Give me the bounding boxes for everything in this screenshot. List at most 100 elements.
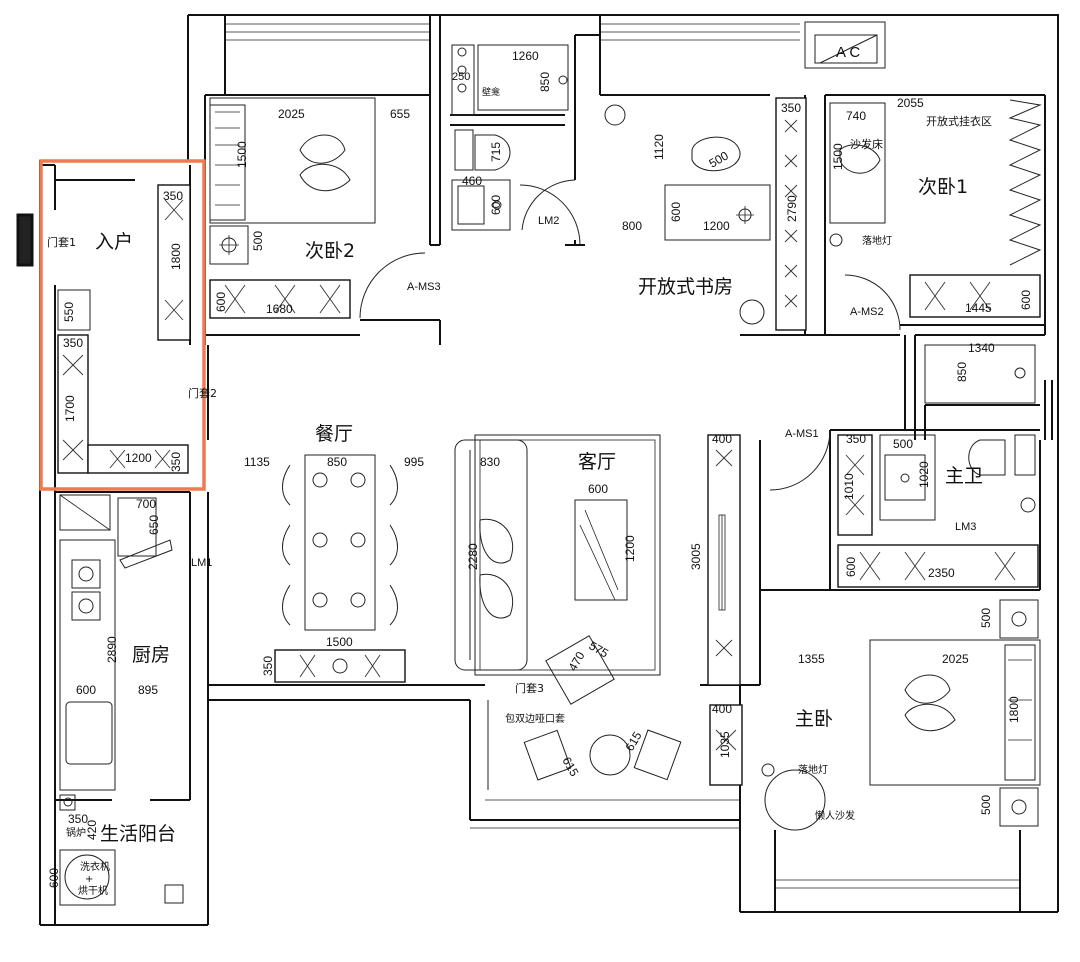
door-labels: 门套1 门套2 门套3 A-MS3 A-MS2 A-MS1 LM1 LM2 LM…	[47, 215, 976, 695]
dim-label: 615	[622, 729, 644, 754]
dim-label: 1200	[623, 535, 637, 562]
room-label-kitchen: 厨房	[132, 644, 170, 666]
bedroom1-furniture	[829, 99, 1042, 331]
living-furniture	[454, 434, 743, 801]
dim-label: 2025	[942, 652, 969, 666]
dim-label: 1010	[842, 473, 856, 500]
dim-label: 2025	[278, 107, 305, 121]
dim-label: 500	[893, 437, 913, 451]
dim-label: 1800	[1007, 696, 1021, 723]
dim-label: 850	[955, 362, 969, 382]
dim-label: 500	[707, 148, 732, 170]
dim-label: 700	[136, 497, 156, 511]
dim-label: 1500	[235, 141, 249, 168]
door-label-men2: 门套2	[188, 386, 217, 400]
dim-label: 1680	[266, 302, 293, 316]
note-ac: A C	[836, 44, 860, 61]
dim-label: 350	[63, 336, 83, 350]
door-label-lm3: LM3	[955, 521, 976, 533]
dim-label: 600	[214, 292, 228, 312]
door-label-lm2: LM2	[538, 215, 559, 227]
dim-label: 600	[669, 202, 683, 222]
dim-label: 550	[62, 302, 76, 322]
annotation-notes: A C 壁龛 沙发床 开放式挂衣区 落地灯 落地灯 懒人沙发 包双边哑口套 锅炉…	[66, 44, 992, 897]
dim-label: 1020	[917, 461, 931, 488]
dim-label: 655	[390, 107, 410, 121]
dim-label: 350	[781, 101, 801, 115]
dining-furniture	[274, 454, 406, 683]
dim-label: 830	[480, 455, 500, 469]
dim-label: 460	[462, 174, 482, 188]
dim-label: 350	[163, 189, 183, 203]
dim-label: 1200	[703, 219, 730, 233]
dim-label: 1200	[125, 451, 152, 465]
highlight-box	[39, 159, 206, 491]
dim-label: 250	[452, 71, 470, 83]
dim-label: 350	[846, 432, 866, 446]
dim-label: 1340	[968, 341, 995, 355]
dim-label: 400	[712, 432, 732, 446]
dim-label: 350	[261, 656, 275, 676]
dim-label: 600	[47, 868, 61, 888]
dim-label: 1700	[63, 395, 77, 422]
master-bedroom-furniture	[761, 599, 1041, 831]
door-label-ams2: A-MS2	[850, 306, 884, 318]
bathroom1-fixtures	[451, 44, 576, 231]
dim-label: 420	[85, 820, 99, 840]
note-floor-lamp-1: 落地灯	[862, 234, 892, 247]
dim-label: 600	[1019, 290, 1033, 310]
note-floor-lamp-2: 落地灯	[798, 763, 828, 776]
room-label-balcony: 生活阳台	[100, 823, 176, 845]
dim-label: 1120	[652, 134, 666, 160]
room-labels: 入户 次卧2 开放式书房 次卧1 餐厅 客厅 主卫 厨房 主卧 生活阳台	[95, 176, 983, 845]
door-label-ams1: A-MS1	[785, 428, 819, 440]
dim-label: 995	[404, 455, 424, 469]
door-label-lm1: LM1	[191, 557, 212, 569]
room-label-bedroom2: 次卧2	[305, 240, 355, 262]
dim-label: 600	[588, 482, 608, 496]
dim-label: 2055	[897, 96, 924, 110]
dim-label: 600	[844, 557, 858, 577]
dim-label: 1260	[512, 49, 539, 63]
entry-furniture	[16, 184, 191, 474]
dim-label: 2280	[466, 543, 480, 570]
dim-label: 575	[587, 638, 612, 660]
room-label-master-bedroom: 主卧	[795, 708, 833, 730]
dim-label: 600	[489, 195, 503, 215]
dim-label: 895	[138, 683, 158, 697]
dim-label: 500	[979, 795, 993, 815]
study-furniture	[519, 97, 807, 331]
room-label-master-bath: 主卫	[945, 465, 983, 487]
dim-label: 500	[979, 608, 993, 628]
walls	[39, 14, 1059, 926]
note-boiler: 锅炉	[66, 827, 86, 839]
dim-label: 500	[251, 231, 265, 251]
dim-label: 1500	[831, 143, 845, 170]
dim-label: 650	[147, 515, 161, 535]
note-plus: +	[85, 874, 93, 885]
dim-label: 1135	[244, 455, 270, 469]
note-dryer: 烘干机	[78, 884, 108, 897]
dim-label: 850	[327, 455, 347, 469]
kitchen-fixtures	[59, 494, 184, 906]
room-label-dining: 餐厅	[315, 423, 353, 445]
dim-label: 1445	[965, 301, 992, 315]
bedroom2-furniture	[209, 97, 426, 319]
dim-label: 350	[68, 812, 88, 826]
room-label-entry: 入户	[95, 231, 133, 253]
dim-label: 850	[538, 72, 552, 92]
dim-label: 1355	[798, 652, 825, 666]
dim-label: 3005	[689, 543, 703, 570]
dim-label: 715	[489, 142, 503, 162]
dim-label: 350	[169, 452, 183, 472]
room-label-living: 客厅	[578, 451, 616, 473]
note-bidet: 壁龛	[482, 86, 500, 98]
master-bath-fixtures	[769, 344, 1039, 588]
room-label-bedroom1: 次卧1	[918, 176, 968, 198]
room-label-study: 开放式书房	[638, 276, 733, 298]
note-wardrobe: 开放式挂衣区	[926, 114, 992, 128]
dim-label: 2890	[105, 636, 119, 663]
dim-label: 615	[559, 755, 581, 780]
door-label-men3: 门套3	[515, 681, 544, 695]
